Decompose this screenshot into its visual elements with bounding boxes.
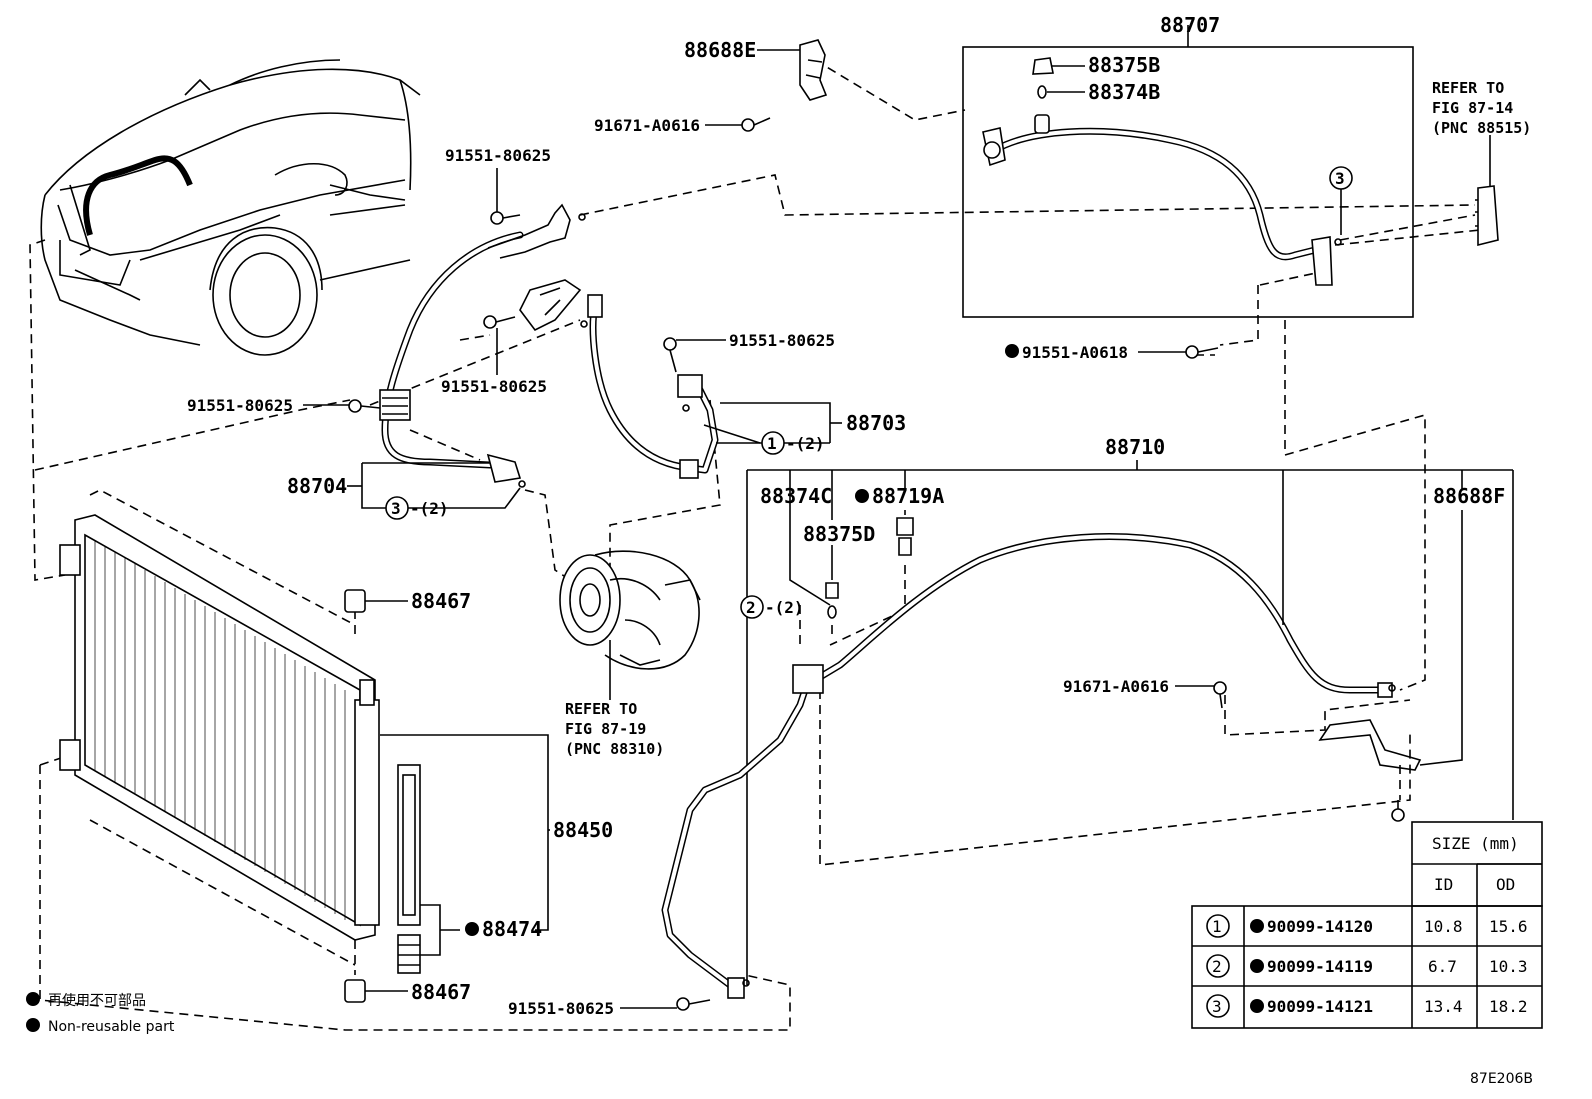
table-id-value: 6.7 (1428, 957, 1457, 976)
callout-2-number: 2 (746, 598, 756, 617)
label-91551-A0618: 91551-A0618 (1022, 343, 1128, 362)
label-88707: 88707 (1160, 13, 1220, 37)
label-88719A: 88719A (872, 484, 944, 508)
condenser-88450 (59, 514, 421, 974)
nonreusable-dot-icon (1250, 999, 1264, 1013)
nonreusable-dot-icon (1250, 959, 1264, 973)
nonreusable-dot-icon (1250, 919, 1264, 933)
callout-2-circle (740, 595, 764, 619)
ref-note-2-line3: (PNC 88310) (565, 740, 664, 758)
label-88704: 88704 (287, 474, 347, 498)
callout-3-circle (385, 496, 409, 520)
svg-text:1: 1 (1212, 917, 1222, 936)
table-od-value: 18.2 (1489, 997, 1528, 1016)
ref-note-1-line3: (PNC 88515) (1432, 119, 1531, 137)
callout-1-qty: -(2) (786, 434, 825, 453)
label-91551-80625-e: 91551-80625 (508, 999, 614, 1018)
fittings (348, 39, 1499, 1011)
ref-note-1-line1: REFER TO (1432, 79, 1504, 97)
size-table: SIZE (mm) ID OD 1 90099-14120 10.8 15.6 … (1191, 821, 1543, 1029)
ref-note-2-line2: FIG 87-19 (565, 720, 646, 738)
table-row: 1 90099-14120 10.8 15.6 (1206, 914, 1528, 938)
label-91551-80625-b: 91551-80625 (441, 377, 547, 396)
legend-dot-icon (26, 1018, 40, 1032)
leader-lines (303, 25, 1491, 1009)
label-91551-80625-a: 91551-80625 (445, 146, 551, 165)
label-88710: 88710 (1105, 435, 1165, 459)
table-row: 3 90099-14121 13.4 18.2 (1206, 994, 1528, 1018)
svg-text:3: 3 (1212, 997, 1222, 1016)
table-part-number: 90099-14119 (1267, 957, 1373, 976)
label-88688E: 88688E (684, 38, 756, 62)
table-od-value: 10.3 (1489, 957, 1528, 976)
pipe-88707 (962, 46, 1414, 318)
label-88374B: 88374B (1088, 80, 1160, 104)
label-91551-80625-d: 91551-80625 (729, 331, 835, 350)
label-88374C: 88374C (760, 484, 832, 508)
table-od-value: 15.6 (1489, 917, 1528, 936)
legend-dot-icon (26, 992, 40, 1006)
ref-note-2-line1: REFER TO (565, 700, 637, 718)
nonreusable-dot-icon (855, 489, 869, 503)
reference-notes: REFER TO FIG 87-14 (PNC 88515) REFER TO … (565, 79, 1531, 758)
label-91671-A0616-mid: 91671-A0616 (1063, 677, 1169, 696)
legend-en: Non-reusable part (48, 1019, 175, 1035)
circled-callouts: 1 -(2) 2 -(2) 3 -(2) 3 (385, 166, 1353, 619)
callout-1-circle (761, 431, 785, 455)
table-size-header: SIZE (mm) (1432, 834, 1519, 853)
label-88467-bottom: 88467 (411, 980, 471, 1004)
label-88703: 88703 (846, 411, 906, 435)
label-88467-top: 88467 (411, 589, 471, 613)
label-91551-80625-c: 91551-80625 (187, 396, 293, 415)
cap-88467-bottom-shape (344, 979, 408, 1003)
suction-hose-88704 (379, 203, 571, 483)
table-part-number: 90099-14121 (1267, 997, 1373, 1016)
legend: 再使用不可部品 Non-reusable part (26, 992, 175, 1035)
part-labels: 88688E 91671-A0616 91551-80625 91551-806… (187, 13, 1505, 1018)
callout-1-number: 1 (767, 434, 777, 453)
callout-2-qty: -(2) (765, 598, 804, 617)
table-id-value: 10.8 (1424, 917, 1463, 936)
pipe-88710 (661, 469, 1514, 999)
label-88688F: 88688F (1433, 484, 1505, 508)
vehicle-illustration (40, 59, 421, 356)
nonreusable-dot-icon (1005, 344, 1019, 358)
cap-88467-top-shape (344, 589, 408, 613)
diagram-code: 87E206B (1470, 1071, 1533, 1087)
label-88450: 88450 (553, 818, 613, 842)
compressor (559, 550, 701, 670)
discharge-hose-88703 (519, 279, 719, 479)
table-id-header: ID (1434, 875, 1453, 894)
table-od-header: OD (1496, 875, 1515, 894)
legend-jp: 再使用不可部品 (48, 992, 146, 1009)
callout-3-solo-number: 3 (1335, 169, 1345, 188)
label-88375B: 88375B (1088, 53, 1160, 77)
ref-note-1-line2: FIG 87-14 (1432, 99, 1513, 117)
table-id-value: 13.4 (1424, 997, 1463, 1016)
label-88375D: 88375D (803, 522, 875, 546)
callout-3-number: 3 (391, 499, 401, 518)
callout-3-qty: -(2) (410, 499, 449, 518)
svg-text:2: 2 (1212, 957, 1222, 976)
label-91671-A0616-top: 91671-A0616 (594, 116, 700, 135)
dashed-reference-lines (29, 59, 1481, 1031)
nonreusable-dot-icon (465, 922, 479, 936)
table-part-number: 90099-14120 (1267, 917, 1373, 936)
label-88474: 88474 (482, 917, 542, 941)
table-row: 2 90099-14119 6.7 10.3 (1206, 954, 1528, 978)
